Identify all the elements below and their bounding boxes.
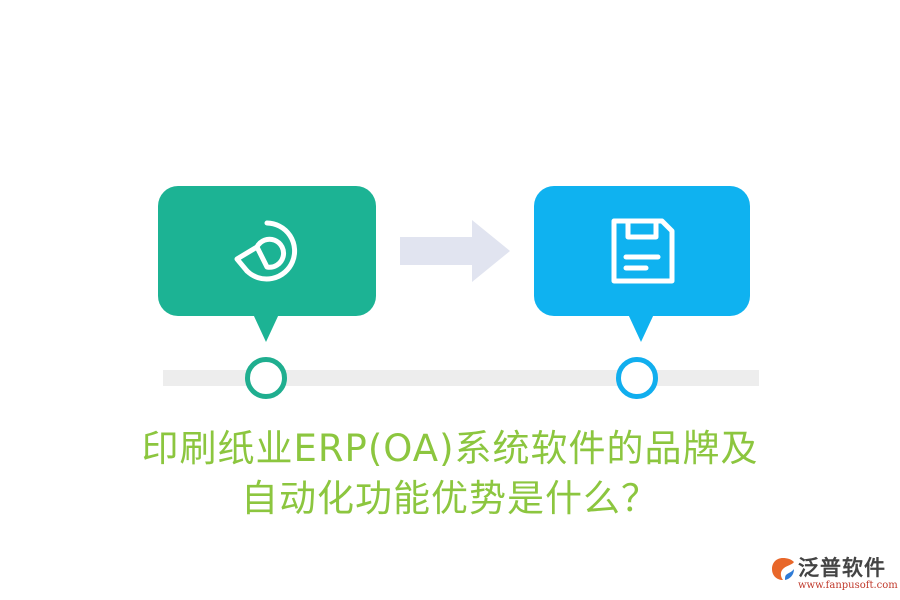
- save-document-icon: [611, 218, 675, 284]
- arrow-right-icon: [400, 220, 510, 282]
- timeline-track: [163, 370, 759, 386]
- brand-url: www.fanpusoft.com: [798, 580, 898, 591]
- brand-logo: 泛普软件 www.fanpusoft.com: [770, 552, 898, 594]
- pie-chart-icon: [234, 220, 298, 282]
- bubble-pointer: [628, 314, 654, 342]
- blue-speech-bubble: [534, 186, 750, 342]
- green-speech-bubble: [158, 186, 376, 342]
- bubble-pointer: [253, 314, 279, 342]
- brand-name: 泛普软件: [798, 556, 886, 580]
- title-line-2: 自动化功能优势是什么？: [241, 477, 659, 520]
- timeline-node-green: [245, 357, 287, 399]
- title-line-1: 印刷纸业ERP(OA)系统软件的品牌及: [141, 427, 759, 470]
- page-title: 印刷纸业ERP(OA)系统软件的品牌及 自动化功能优势是什么？: [0, 424, 900, 524]
- timeline-node-blue: [616, 357, 658, 399]
- brand-mark-icon: [772, 558, 794, 580]
